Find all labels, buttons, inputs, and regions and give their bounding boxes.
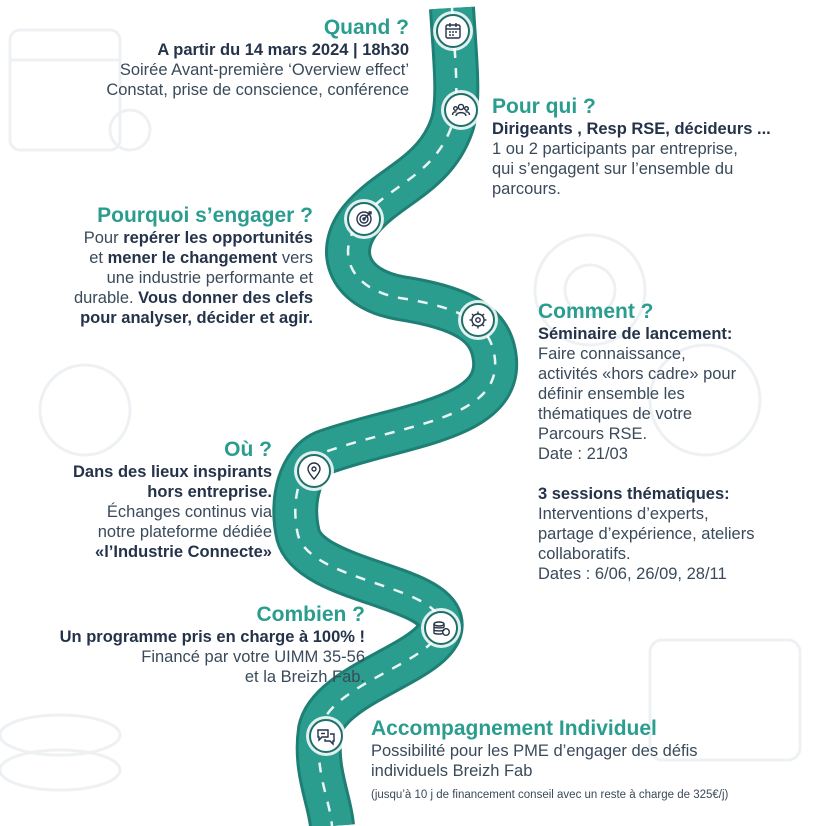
location-pin-icon: [297, 454, 331, 488]
date-line: Date : 21/03: [538, 445, 628, 463]
section-title: Pour qui ?: [492, 95, 596, 118]
text-line: parcours.: [492, 180, 561, 198]
text-line: définir ensemble les: [538, 385, 685, 403]
chat-bubbles-icon: [309, 719, 343, 753]
text-line: Soirée Avant-première ‘Overview effect’: [119, 61, 409, 79]
section-ou: Où ? Dans des lieux inspirants hors entr…: [73, 438, 272, 562]
text-line: durable. Vous donner des clefs: [74, 288, 313, 308]
text-line: et la Breizh Fab.: [244, 668, 365, 686]
subsection-title: 3 sessions thématiques:: [538, 485, 730, 503]
text-run-bold: mener le changement: [107, 249, 278, 267]
text-line: «l’Industrie Connecte»: [95, 543, 272, 561]
text-run-bold: repérer les opportunités: [123, 229, 313, 247]
section-accompagnement: Accompagnement Individuel Possibilité po…: [371, 717, 728, 805]
text-line: qui s’engagent sur l’ensemble du: [492, 160, 734, 178]
text-line: collaboratifs.: [538, 545, 631, 563]
subsection-title: Séminaire de lancement:: [538, 325, 733, 343]
text-run: durable.: [73, 289, 139, 307]
text-run: Pour: [83, 229, 124, 247]
text-line: une industrie performante et: [106, 269, 313, 287]
people-icon: [444, 93, 478, 127]
text-line: 1 ou 2 participants par entreprise,: [492, 140, 738, 158]
section-pour-qui: Pour qui ? Dirigeants , Resp RSE, décide…: [492, 95, 771, 199]
target-icon: [347, 202, 381, 236]
footnote: (jusqu’à 10 j de financement conseil ave…: [371, 789, 729, 801]
text-run: vers: [277, 249, 313, 267]
text-line: individuels Breizh Fab: [371, 762, 533, 780]
text-line: Constat, prise de conscience, conférence: [106, 81, 409, 99]
text-line: Pour repérer les opportunités: [74, 228, 313, 248]
section-title: Où ?: [224, 438, 272, 461]
text-line: notre plateforme dédiée: [97, 523, 272, 541]
text-line: Financé par votre UIMM 35-56: [141, 648, 365, 666]
text-line: et mener le changement vers: [74, 248, 313, 268]
section-title: Accompagnement Individuel: [371, 717, 657, 740]
text-line: Possibilité pour les PME d’engager des d…: [371, 742, 698, 760]
section-title: Pourquoi s’engager ?: [97, 204, 313, 227]
section-pourquoi: Pourquoi s’engager ? Pour repérer les op…: [74, 204, 313, 328]
section-quand: Quand ? A partir du 14 mars 2024 | 18h30…: [106, 16, 409, 100]
text-line: Interventions d’experts,: [538, 505, 709, 523]
coins-icon: [424, 611, 458, 645]
text-line: hors entreprise.: [147, 483, 272, 501]
section-title: Comment ?: [538, 300, 654, 323]
section-combien: Combien ? Un programme pris en charge à …: [60, 603, 365, 687]
date-line: Dates : 6/06, 26/09, 28/11: [538, 565, 727, 583]
text-line: Faire connaissance,: [538, 345, 686, 363]
text-line: thématiques de votre: [538, 405, 693, 423]
text-line: pour analyser, décider et agir.: [80, 309, 313, 327]
text-run: et: [89, 249, 108, 267]
text-run-bold: Vous donner des clefs: [138, 289, 313, 307]
text-line: activités «hors cadre» pour: [538, 365, 737, 383]
date-line: A partir du 14 mars 2024 | 18h30: [157, 41, 409, 59]
gear-icon: [461, 303, 495, 337]
calendar-icon: [436, 14, 470, 48]
section-title: Combien ?: [256, 603, 366, 626]
text-line: Échanges continus via: [106, 503, 272, 521]
text-line: Dans des lieux inspirants: [73, 463, 272, 481]
text-line: Parcours RSE.: [538, 425, 648, 443]
text-line: Dirigeants , Resp RSE, décideurs ...: [492, 120, 771, 138]
section-comment: Comment ? Séminaire de lancement: Faire …: [538, 300, 754, 584]
section-title: Quand ?: [323, 16, 409, 39]
text-line: Un programme pris en charge à 100% !: [59, 628, 365, 646]
text-line: partage d’expérience, ateliers: [538, 525, 755, 543]
